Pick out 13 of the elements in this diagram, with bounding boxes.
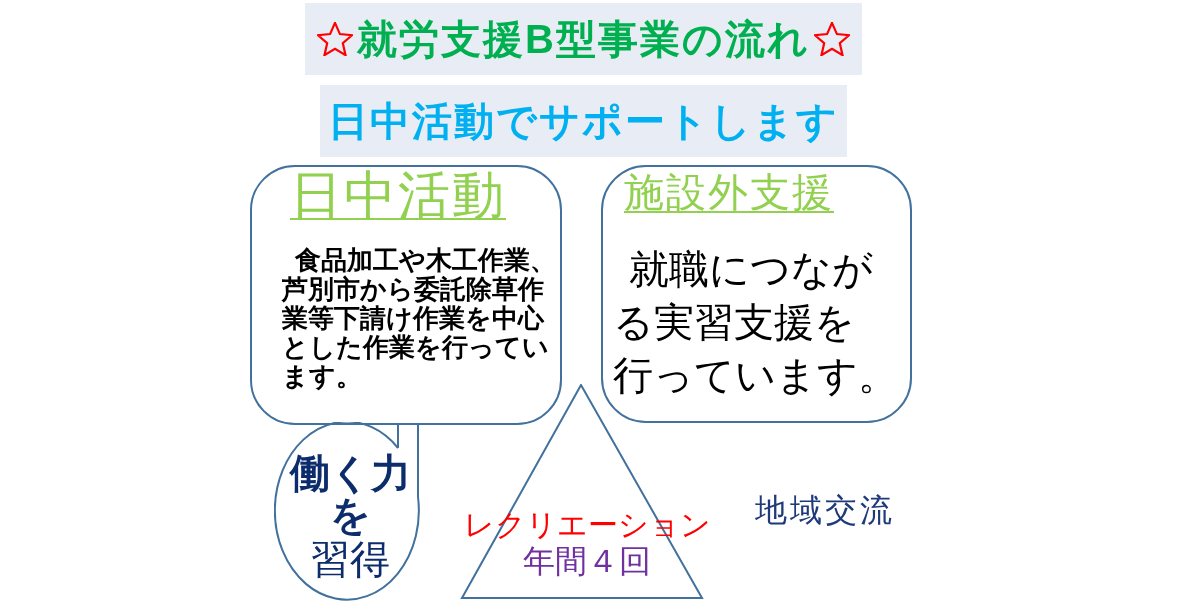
card-heading: 施設外支援 [624, 172, 834, 212]
title-text: 就労支援B型事業の流れ [357, 19, 810, 59]
note-text: 地域交流 [755, 494, 895, 526]
triangle-text: 年間４回 [522, 545, 652, 577]
rounded-card [601, 165, 912, 423]
oval-text: 習得 [309, 538, 391, 580]
subtitle-text: 日中活動でサポートします [328, 101, 839, 141]
title-banner [305, 3, 862, 75]
card-heading: 日中活動 [290, 169, 506, 221]
rounded-card [250, 165, 562, 425]
card-body-text: 食品加工や木工作業、芦別市から委託除草作業等下請け作業を中心とした作業を行っています。 [282, 246, 557, 391]
oval-text: 働く力を [288, 452, 412, 536]
card-body-text: 就職につながる実習支援を行っています。 [613, 246, 899, 399]
